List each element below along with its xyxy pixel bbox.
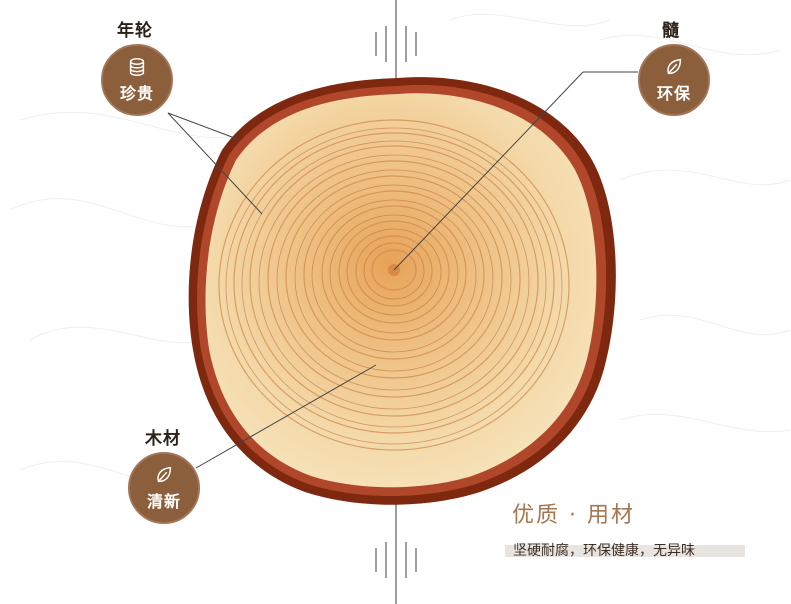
wood-badge: 清新 <box>128 452 200 524</box>
pith-badge-text: 环保 <box>656 84 691 103</box>
wood-label: 木材 <box>145 429 181 449</box>
leaf-icon <box>667 58 682 75</box>
feature-description: 坚硬耐腐，环保健康，无异味 <box>513 543 695 559</box>
wood-badge-text: 清新 <box>146 492 181 511</box>
growth-rings-badge: 珍贵 <box>101 44 173 116</box>
leaf-icon <box>157 466 172 483</box>
feature-headline: 优质 · 用材 <box>512 503 635 528</box>
pith-label: 髓 <box>662 21 680 41</box>
pith-badge: 环保 <box>638 44 710 116</box>
coins-icon <box>129 58 145 76</box>
growth-rings-label: 年轮 <box>117 21 153 41</box>
wood-slice <box>188 77 616 505</box>
growth-rings-badge-text: 珍贵 <box>119 84 154 103</box>
feature-description-bar <box>505 545 745 557</box>
